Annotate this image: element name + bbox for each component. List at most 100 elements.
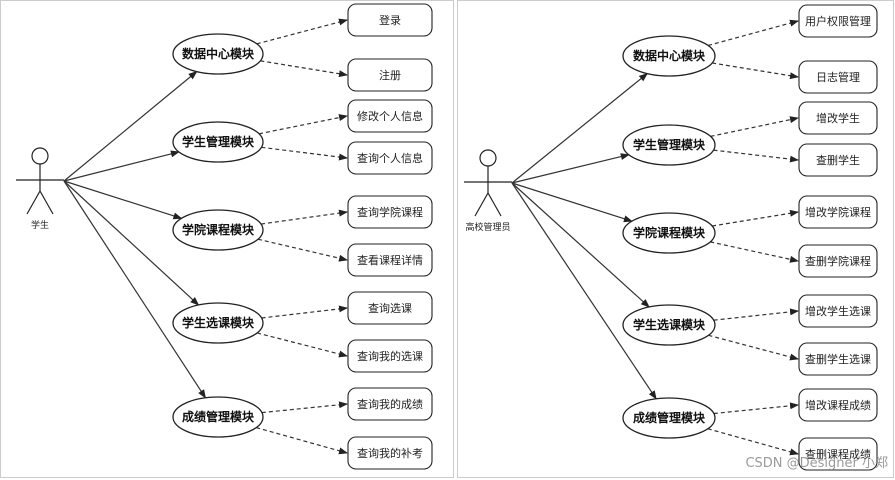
feature-label: 用户权限管理 (805, 14, 871, 28)
module-label: 学生选课模块 (182, 315, 255, 330)
association-arrow (63, 180, 183, 220)
feature-box (798, 244, 878, 278)
module-label: 学院课程模块 (633, 225, 706, 240)
include-arrow (713, 149, 799, 163)
feature-box (798, 101, 878, 135)
feature-box (347, 387, 433, 421)
feature-label: 查询我的补考 (357, 446, 423, 460)
feature-box (798, 4, 878, 38)
actor-right-leg (487, 192, 502, 217)
feature-box (798, 195, 878, 229)
feature-label: 注册 (379, 68, 401, 82)
module-ellipse (172, 121, 264, 163)
feature-box (798, 60, 878, 94)
module-ellipse (622, 124, 716, 166)
watermark-text: CSDN @Designer 小郑 (745, 456, 888, 471)
feature-label: 查询我的成绩 (357, 397, 423, 411)
feature-label: 修改个人信息 (357, 109, 423, 123)
association-arrow (63, 180, 200, 306)
feature-label: 增改学院课程 (805, 205, 871, 219)
actor-label: 高校管理员 (465, 221, 510, 233)
feature-label: 日志管理 (816, 70, 860, 84)
feature-box (347, 195, 433, 229)
feature-label: 查询个人信息 (357, 151, 423, 165)
module-label: 数据中心模块 (633, 48, 706, 63)
panel-left-frame (0, 0, 454, 478)
module-label: 学生管理模块 (633, 137, 706, 152)
module-ellipse (622, 304, 716, 346)
feature-label: 查删学院课程 (805, 254, 871, 268)
module-label: 学生选课模块 (633, 317, 706, 332)
feature-label: 登录 (379, 13, 401, 27)
module-label: 数据中心模块 (182, 46, 255, 61)
include-arrow (256, 18, 348, 45)
feature-box (798, 294, 878, 328)
association-arrow (511, 182, 633, 223)
feature-box (347, 58, 433, 92)
feature-label: 增改学生选课 (805, 304, 871, 318)
feature-label: 查删课程成绩 (805, 447, 871, 461)
feature-box (798, 437, 878, 471)
actor-left-leg (474, 192, 489, 217)
actor-head (479, 149, 497, 167)
feature-box (347, 339, 433, 373)
module-label: 学院课程模块 (182, 222, 255, 237)
include-arrow (713, 402, 799, 415)
association-arrow (63, 70, 198, 182)
include-arrow (257, 238, 348, 262)
module-ellipse (622, 35, 716, 77)
include-arrow (710, 116, 799, 137)
include-arrow (258, 114, 348, 135)
include-arrow (710, 241, 799, 263)
association-arrow (63, 180, 207, 399)
include-arrow (712, 62, 799, 80)
include-arrow (260, 209, 348, 225)
module-ellipse (172, 33, 264, 75)
actor-label: 学生 (31, 219, 49, 231)
feature-box (347, 291, 433, 325)
association-arrow (511, 72, 648, 184)
module-ellipse (172, 396, 264, 438)
feature-label: 查询选课 (368, 301, 412, 315)
include-arrow (712, 209, 799, 227)
include-arrow (708, 334, 799, 361)
module-label: 成绩管理模块 (182, 409, 255, 424)
feature-label: 增改课程成绩 (805, 398, 871, 412)
include-arrow (261, 401, 348, 414)
feature-label: 查询学院课程 (357, 205, 423, 219)
module-ellipse (622, 397, 716, 439)
feature-label: 查看课程详情 (357, 253, 423, 267)
association-arrow (63, 150, 180, 182)
module-label: 学生管理模块 (182, 134, 255, 149)
feature-box (347, 99, 433, 133)
module-label: 成绩管理模块 (633, 410, 706, 425)
feature-label: 查删学生选课 (805, 352, 871, 366)
feature-box (347, 436, 433, 470)
actor-left-leg (26, 190, 41, 215)
feature-label: 查询我的选课 (357, 349, 423, 363)
module-ellipse (172, 209, 264, 251)
feature-box (347, 3, 433, 37)
feature-label: 查删学生 (816, 153, 860, 167)
include-arrow (256, 332, 348, 358)
module-ellipse (622, 212, 716, 254)
feature-box (798, 143, 878, 177)
feature-box (798, 388, 878, 422)
module-ellipse (172, 302, 264, 344)
association-arrow (511, 182, 657, 400)
feature-box (347, 243, 433, 277)
include-arrow (260, 60, 348, 78)
feature-box (798, 342, 878, 376)
actor-figure: 高校管理员 (464, 149, 512, 233)
include-arrow (707, 428, 799, 456)
panel-right-frame (457, 0, 894, 478)
include-arrow (707, 19, 799, 47)
include-arrow (261, 305, 348, 319)
include-arrow (261, 146, 348, 161)
include-arrow (256, 426, 348, 455)
feature-label: 增改学生 (816, 111, 860, 125)
actor-right-leg (39, 190, 54, 215)
